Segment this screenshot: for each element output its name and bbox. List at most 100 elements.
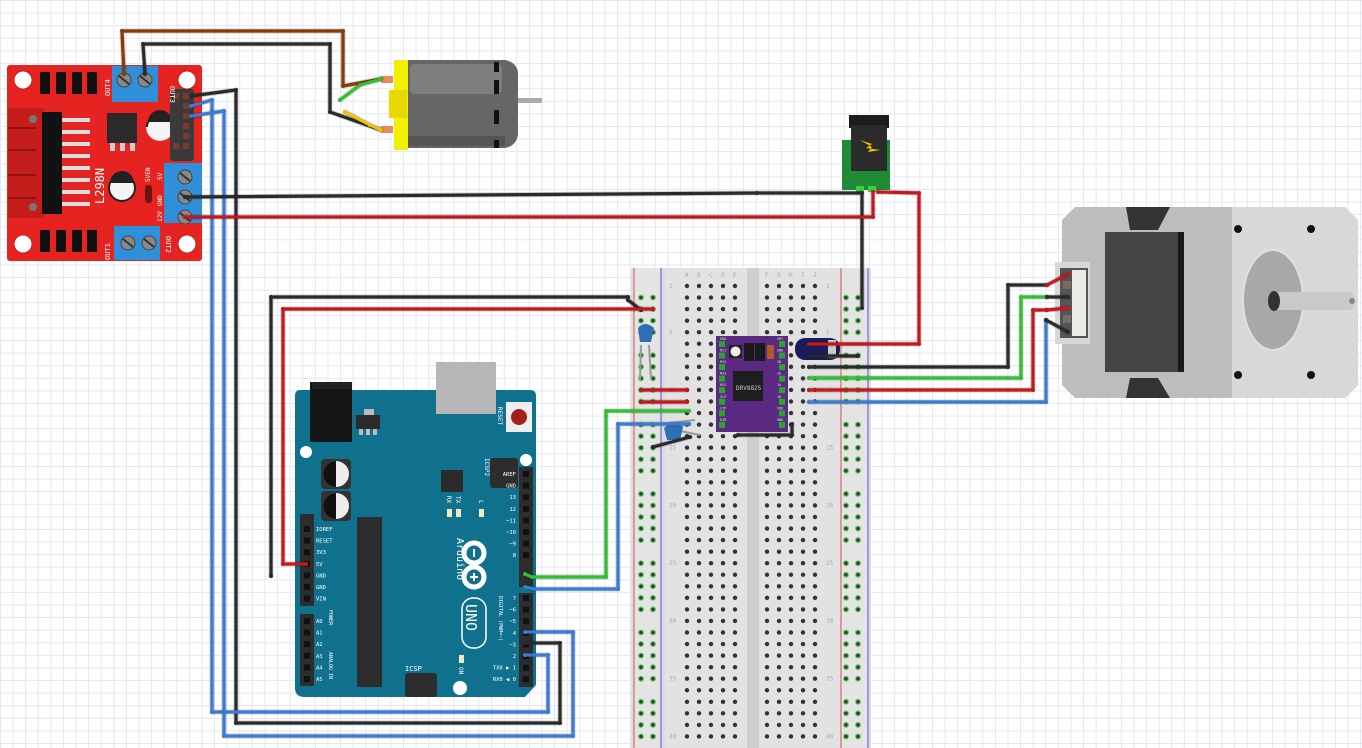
wire-bendpoint[interactable] — [558, 641, 562, 645]
breadboard-hole[interactable] — [720, 549, 726, 554]
breadboard-hole[interactable] — [732, 711, 738, 716]
breadboard-hole[interactable] — [732, 306, 738, 312]
breadboard-hole[interactable] — [788, 653, 794, 658]
breadboard-hole[interactable] — [800, 734, 806, 739]
drv8825-pin[interactable] — [719, 421, 725, 428]
wire-bendpoint[interactable] — [523, 653, 527, 657]
breadboard-hole[interactable] — [812, 422, 818, 427]
rail-hole[interactable] — [854, 525, 861, 532]
breadboard-hole[interactable] — [812, 318, 818, 323]
rail-hole[interactable] — [637, 733, 644, 740]
breadboard-hole[interactable] — [788, 410, 794, 416]
rail-hole[interactable] — [649, 675, 656, 682]
wire-bendpoint[interactable] — [807, 365, 811, 369]
breadboard-hole[interactable] — [788, 618, 794, 624]
breadboard-hole[interactable] — [812, 491, 818, 497]
breadboard-hole[interactable] — [708, 584, 714, 589]
breadboard-hole[interactable] — [708, 653, 714, 658]
breadboard-hole[interactable] — [812, 734, 818, 739]
wire-bendpoint[interactable] — [1019, 376, 1023, 380]
breadboard-hole[interactable] — [776, 699, 782, 704]
breadboard-hole[interactable] — [684, 330, 690, 335]
wire-bendpoint[interactable] — [1066, 295, 1070, 299]
drv8825-driver[interactable]: DRV8825 ENAMS1MS2MS3RESSLPSTPDIRVMTGND2B… — [716, 336, 788, 432]
breadboard-hole[interactable] — [732, 653, 738, 658]
breadboard-hole[interactable] — [708, 688, 714, 693]
wire-2b[interactable] — [807, 283, 1049, 369]
rail-hole[interactable] — [842, 629, 849, 636]
rail-hole[interactable] — [649, 433, 656, 440]
breadboard-hole[interactable] — [696, 676, 702, 681]
breadboard-hole[interactable] — [732, 618, 738, 624]
breadboard-hole[interactable] — [696, 688, 702, 693]
breadboard-hole[interactable] — [764, 514, 770, 520]
breadboard-hole[interactable] — [776, 595, 782, 601]
breadboard-hole[interactable] — [800, 376, 806, 381]
wire-bendpoint[interactable] — [604, 409, 608, 413]
breadboard-hole[interactable] — [788, 641, 794, 647]
wire-bendpoint[interactable] — [1045, 283, 1049, 287]
rail-hole[interactable] — [637, 444, 644, 451]
wire-bendpoint[interactable] — [530, 575, 534, 579]
breadboard-hole[interactable] — [732, 491, 738, 497]
breadboard-hole[interactable] — [788, 514, 794, 520]
drv8825-pin[interactable] — [779, 398, 785, 405]
breadboard-hole[interactable] — [708, 457, 714, 462]
rail-hole[interactable] — [854, 444, 861, 451]
breadboard-hole[interactable] — [812, 653, 818, 658]
breadboard-hole[interactable] — [720, 561, 726, 566]
rail-hole[interactable] — [854, 467, 861, 474]
wire-bendpoint[interactable] — [558, 721, 562, 725]
rail-hole[interactable] — [854, 710, 861, 717]
breadboard-hole[interactable] — [708, 595, 714, 601]
ceramic-capacitor[interactable] — [638, 324, 654, 381]
breadboard-hole[interactable] — [800, 491, 806, 497]
breadboard-hole[interactable] — [800, 630, 806, 635]
breadboard-hole[interactable] — [764, 618, 770, 624]
rail-hole[interactable] — [842, 513, 849, 520]
rail-hole[interactable] — [842, 317, 849, 324]
rail-hole[interactable] — [854, 583, 861, 590]
breadboard-hole[interactable] — [776, 630, 782, 635]
rail-hole[interactable] — [637, 490, 644, 497]
breadboard-hole[interactable] — [684, 607, 690, 612]
rail-hole[interactable] — [649, 560, 656, 567]
rail-hole[interactable] — [842, 652, 849, 659]
breadboard-hole[interactable] — [720, 711, 726, 716]
wire-bendpoint[interactable] — [379, 128, 383, 132]
breadboard-hole[interactable] — [788, 722, 794, 728]
wire-bendpoint[interactable] — [234, 721, 238, 725]
rail-hole[interactable] — [854, 502, 861, 509]
breadboard-hole[interactable] — [776, 607, 782, 612]
breadboard-hole[interactable] — [696, 295, 702, 300]
rail-hole[interactable] — [637, 537, 644, 544]
breadboard-hole[interactable] — [732, 641, 738, 647]
rail-hole[interactable] — [854, 560, 861, 567]
breadboard-hole[interactable] — [696, 722, 702, 728]
wire-bendpoint[interactable] — [1044, 318, 1048, 322]
breadboard-hole[interactable] — [684, 676, 690, 681]
wire-bendpoint[interactable] — [1066, 330, 1070, 334]
breadboard-hole[interactable] — [696, 641, 702, 647]
rail-hole[interactable] — [854, 641, 861, 648]
l298n-header-pin[interactable] — [183, 93, 189, 99]
wire-bendpoint[interactable] — [790, 433, 794, 437]
breadboard-hole[interactable] — [800, 526, 806, 531]
wire-bendpoint[interactable] — [790, 422, 794, 426]
wire-bendpoint[interactable] — [871, 190, 875, 194]
breadboard-hole[interactable] — [720, 445, 726, 450]
wire-jumper[interactable] — [651, 435, 692, 449]
breadboard-hole[interactable] — [800, 561, 806, 566]
rail-hole[interactable] — [637, 629, 644, 636]
breadboard-hole[interactable] — [732, 295, 738, 300]
breadboard-hole[interactable] — [696, 341, 702, 346]
breadboard-hole[interactable] — [776, 514, 782, 520]
breadboard-hole[interactable] — [696, 537, 702, 543]
breadboard-hole[interactable] — [684, 722, 690, 728]
drv8825-pin[interactable] — [719, 387, 725, 394]
breadboard-hole[interactable] — [764, 584, 770, 589]
breadboard-hole[interactable] — [732, 503, 738, 508]
breadboard-hole[interactable] — [720, 330, 726, 335]
breadboard-hole[interactable] — [800, 306, 806, 312]
breadboard-hole[interactable] — [776, 480, 782, 485]
